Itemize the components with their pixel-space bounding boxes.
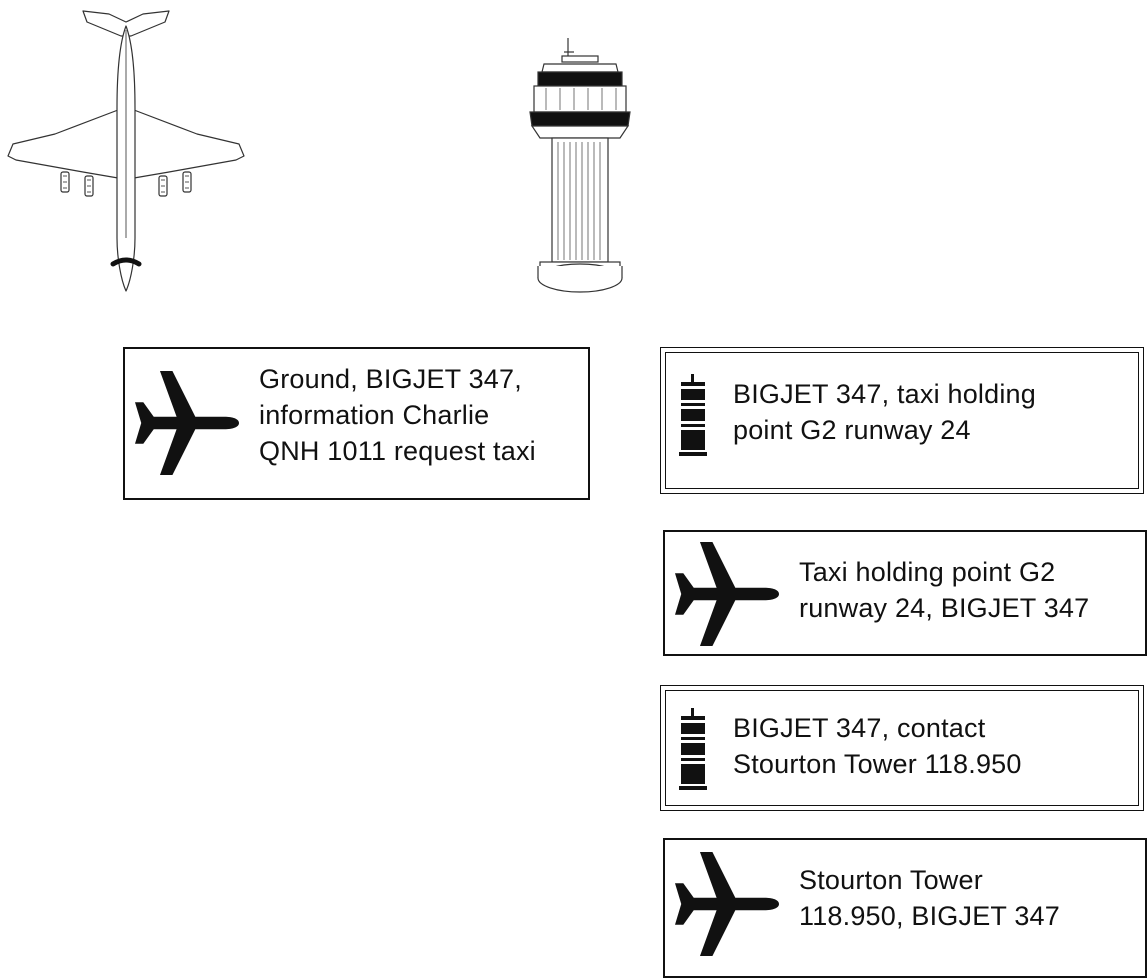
message-line: QNH 1011 request taxi [259,433,536,469]
message-line: BIGJET 347, contact [733,710,1022,746]
aircraft-illustration [5,8,245,294]
message-line: information Charlie [259,397,536,433]
airplane-icon [135,371,239,475]
message-line: Stourton Tower 118.950 [733,746,1022,782]
message-line: point G2 runway 24 [733,412,1036,448]
tower-icon [679,708,707,790]
message-line: runway 24, BIGJET 347 [799,590,1089,626]
message-line: Taxi holding point G2 [799,554,1089,590]
atc-message-contact-tower: BIGJET 347, contact Stourton Tower 118.9… [660,685,1144,811]
control-tower-illustration [520,34,640,298]
atc-message-taxi-instruction: BIGJET 347, taxi holding point G2 runway… [660,347,1144,494]
pilot-message-readback-frequency: Stourton Tower 118.950, BIGJET 347 [663,838,1147,978]
tower-icon [679,374,707,456]
pilot-message-readback-taxi: Taxi holding point G2 runway 24, BIGJET … [663,530,1147,656]
message-line: 118.950, BIGJET 347 [799,898,1060,934]
airplane-icon [675,852,779,956]
message-line: BIGJET 347, taxi holding [733,376,1036,412]
message-line: Stourton Tower [799,862,1060,898]
airplane-icon [675,542,779,646]
message-line: Ground, BIGJET 347, [259,361,536,397]
pilot-message-request-taxi: Ground, BIGJET 347, information Charlie … [123,347,590,500]
